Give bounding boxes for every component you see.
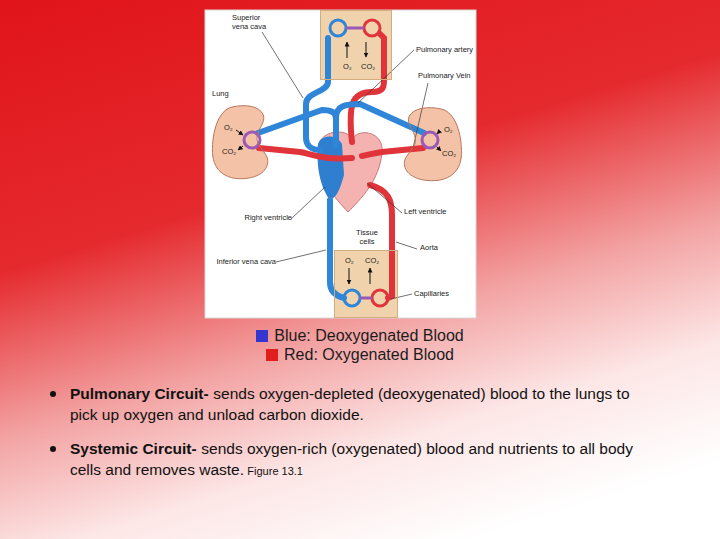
legend-swatch xyxy=(256,330,268,342)
pulmonary-vein-left xyxy=(259,148,352,158)
gas-arrow xyxy=(236,130,243,135)
capillary-loop xyxy=(364,20,380,36)
part-label: Right ventricle xyxy=(236,214,292,223)
leader-line xyxy=(391,294,412,299)
lower-body-tissue xyxy=(334,250,398,318)
capillary-link xyxy=(360,297,372,300)
bullet-term: Pulmonary Circuit- xyxy=(70,385,209,402)
part-label: Left ventricle xyxy=(404,208,460,217)
pulmonary-vein-right xyxy=(362,148,423,156)
gas-label: CO₂ xyxy=(361,63,375,72)
lung-outline xyxy=(210,104,272,182)
text-slot: CO₂ xyxy=(222,148,236,157)
capillary-loop xyxy=(330,20,346,36)
text-slot: O₂ xyxy=(444,126,453,135)
text-slot: O₂ xyxy=(345,257,354,266)
part-label: Inferior vena cava xyxy=(208,258,276,267)
leader-line xyxy=(262,32,303,98)
part-label: Pulmonary Vein xyxy=(418,72,474,81)
part-label: Capillaries xyxy=(414,290,460,299)
leader-line xyxy=(291,187,325,219)
legend: Blue: Deoxygenated BloodRed: Oxygenated … xyxy=(0,326,720,364)
legend-row: Blue: Deoxygenated Blood xyxy=(256,326,463,345)
lung-capillary xyxy=(422,132,438,148)
label-slot: Pulmonary Vein xyxy=(418,72,474,81)
gas-arrow xyxy=(347,42,348,58)
label-slot: Superior vena cava xyxy=(232,14,272,31)
lung-tissue xyxy=(404,108,461,181)
leader-line xyxy=(367,183,402,213)
gas-arrow xyxy=(349,268,350,284)
gas-label: O₂ xyxy=(345,257,354,266)
gas-label: O₂ xyxy=(343,63,352,72)
label-slot: Right ventricle xyxy=(236,214,292,223)
blood-vessels xyxy=(258,34,424,298)
left-lung xyxy=(212,106,267,179)
label-slot: Capillaries xyxy=(414,290,460,299)
inferior-vena-cava xyxy=(330,200,344,298)
lung-outline-path xyxy=(404,108,461,181)
legend-text: Blue: Deoxygenated Blood xyxy=(274,327,463,345)
text-slot: CO₂ xyxy=(365,257,379,266)
legend-row: Red: Oxygenated Blood xyxy=(266,345,454,364)
bullet-dot xyxy=(50,391,56,397)
lung-shape: LungO₂CO₂ xyxy=(210,104,272,182)
legend-text: Red: Oxygenated Blood xyxy=(284,346,454,364)
label-slot: Left ventricle xyxy=(404,208,460,217)
leader-line xyxy=(276,250,326,262)
pulmonary-artery-right xyxy=(336,104,424,133)
text-slot: O₂ xyxy=(224,124,233,133)
aorta-arch xyxy=(351,34,384,142)
figure-reference: Figure 13.1 xyxy=(247,465,303,477)
gas-label: CO₂ xyxy=(222,148,236,157)
label-slot: Pulmonary artery xyxy=(416,46,474,55)
text-slot: CO₂ xyxy=(361,63,375,72)
text-slot: Lung xyxy=(212,90,229,99)
figure-panel xyxy=(205,10,476,318)
part-label: Pulmonary artery xyxy=(416,46,474,55)
gas-arrow xyxy=(437,131,440,134)
bullet-term: Systemic Circuit- xyxy=(70,440,197,457)
node-heading: Tissue cells xyxy=(350,229,384,246)
gas-arrow xyxy=(437,147,441,151)
gas-label: O₂ xyxy=(444,126,453,135)
gas-arrow xyxy=(238,146,243,150)
leader-line xyxy=(358,50,414,103)
part-label: Aorta xyxy=(420,244,450,253)
lung-outline xyxy=(400,106,464,184)
upper-tissue-box: O₂ CO₂ xyxy=(320,10,392,80)
bullet-dot xyxy=(50,446,56,452)
pulmonary-artery-left xyxy=(258,110,336,145)
legend-swatch xyxy=(266,349,278,361)
capillary-loop xyxy=(344,290,360,306)
node-heading: Lung xyxy=(212,90,229,99)
bullet-point: Pulmonary Circuit-sends oxygen-depleted … xyxy=(70,383,658,425)
gas-arrow xyxy=(370,268,371,284)
gas-arrow xyxy=(366,42,367,57)
right-lung xyxy=(404,108,461,181)
gas-label: O₂ xyxy=(224,124,233,133)
lung-outline-path xyxy=(212,106,267,179)
label-slot: Aorta xyxy=(420,244,450,253)
gas-label: CO₂ xyxy=(442,150,456,159)
capillary-loop xyxy=(372,290,388,306)
lung-shape: O₂ CO₂ xyxy=(400,106,464,184)
part-label: Superior vena cava xyxy=(232,14,272,31)
tissue-cells-box: Tissue cellsO₂CO₂ xyxy=(334,250,398,318)
label-slot: Inferior vena cava xyxy=(208,258,276,267)
gas-label: CO₂ xyxy=(365,257,379,266)
text-slot: Tissue cells xyxy=(350,229,384,246)
bullet-point: Systemic Circuit-sends oxygen-rich (oxyg… xyxy=(70,438,658,482)
gas-exchange-arrows xyxy=(236,42,441,284)
leader-lines xyxy=(262,32,428,299)
superior-vena-cava xyxy=(306,38,328,150)
text-slot: CO₂ xyxy=(442,150,456,159)
leader-line xyxy=(396,242,417,249)
capillary-link xyxy=(346,27,364,30)
lung-tissue xyxy=(212,106,267,179)
text-slot: O₂ xyxy=(343,63,352,72)
